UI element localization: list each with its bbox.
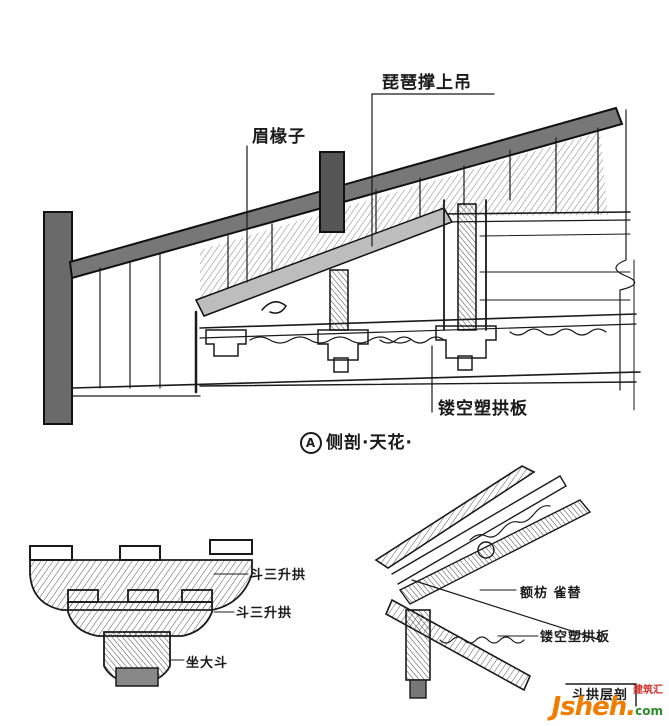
caption-text: 侧剖·天花· [326,433,413,453]
label-eave-rafter: 眉椽子 [252,127,306,147]
wall-column [43,211,73,425]
label-bracket-layer: 斗拱层剖 [572,688,629,703]
bracket-detail-drawing [29,539,253,687]
roof-slab [68,106,624,280]
label-lintel-sparrow: 额枋 雀替 [520,586,582,601]
section-a-drawing [43,93,641,425]
watermark-cn: 建筑汇 [633,685,663,696]
roof-shadow [200,132,608,300]
watermark-logo: Jsheh.com [551,692,663,722]
label-bracket-mid: 斗三升拱 [236,606,293,621]
watermark-domain: com [635,704,663,718]
label-pipa-brace: 琵琶撑上吊 [382,73,472,93]
label-bracket-base: 坐大斗 [186,656,229,671]
perspective-detail-drawing [374,465,637,707]
label-bracket-top: 斗三升拱 [250,568,307,583]
caption-circle-letter: A [300,432,322,454]
label-openwork-panel-a: 镂空塑拱板 [438,399,528,419]
ridge-post [319,151,345,233]
label-openwork-panel-b: 镂空塑拱板 [540,630,611,645]
watermark-brand: Jsheh. [551,692,636,722]
